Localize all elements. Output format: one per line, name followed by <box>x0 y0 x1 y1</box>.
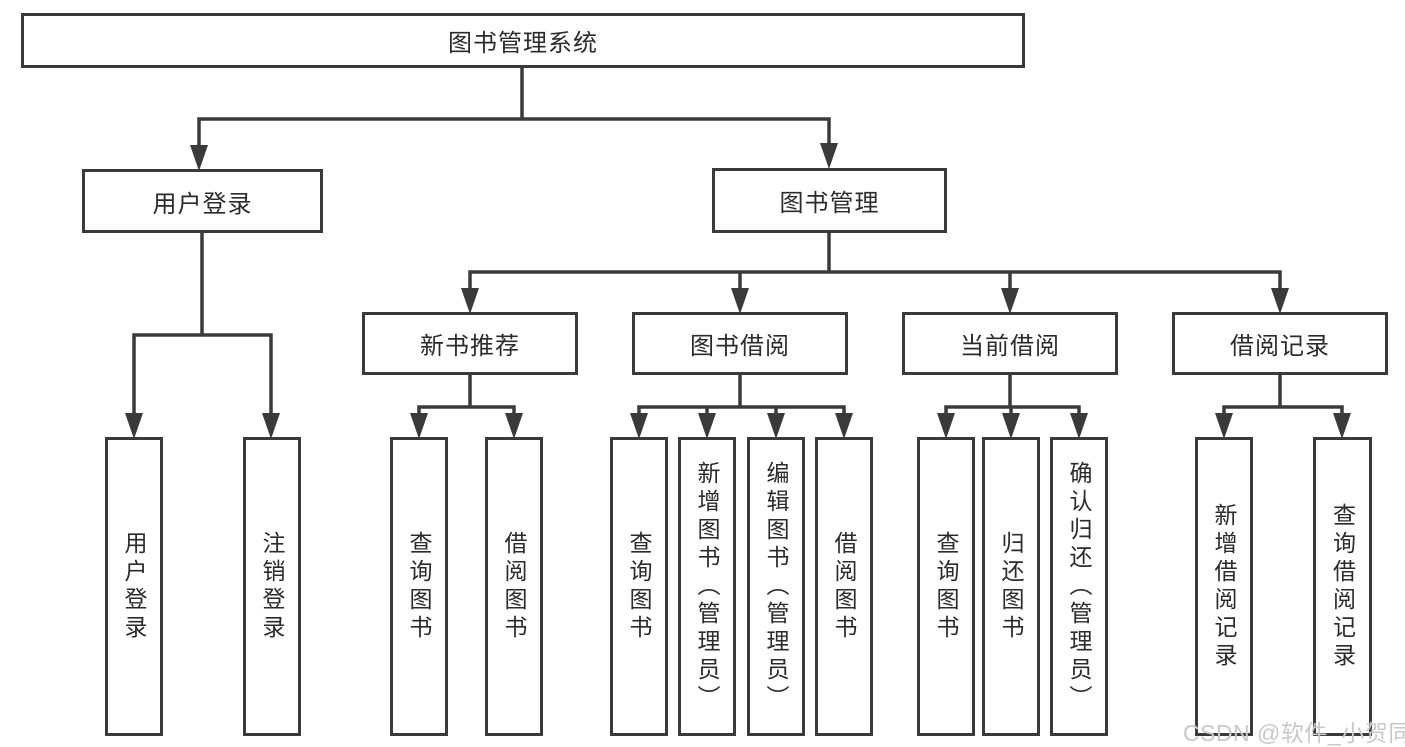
connector-new-book <box>417 373 516 417</box>
leaf-logout: 注销登录 <box>243 437 301 736</box>
leaf-query-borrow-record: 查询借阅记录 <box>1313 437 1372 736</box>
arrowhead <box>262 413 280 439</box>
node-new-book-recommend: 新书推荐 <box>362 312 578 375</box>
leaf-add-borrow-record: 新增借阅记录 <box>1195 437 1253 736</box>
connector-root <box>197 66 831 149</box>
arrowhead <box>1333 413 1351 439</box>
arrowhead <box>1215 413 1233 439</box>
leaf-user-login: 用户登录 <box>105 437 163 736</box>
node-book-management: 图书管理 <box>712 168 947 233</box>
leaf-query-books-borrowing: 查询图书 <box>610 437 668 736</box>
connector-current-borrowing <box>944 373 1081 417</box>
leaf-return-books: 归还图书 <box>982 437 1040 736</box>
arrowhead <box>767 413 785 439</box>
node-current-borrowing: 当前借阅 <box>902 312 1118 375</box>
leaf-borrow-books-borrowing: 借阅图书 <box>815 437 873 736</box>
arrowhead <box>1001 288 1019 314</box>
node-borrowing-records: 借阅记录 <box>1172 312 1388 375</box>
leaf-query-books-recommend: 查询图书 <box>390 437 448 736</box>
arrowhead <box>125 413 143 439</box>
leaf-edit-books-admin: 编辑图书（管理员） <box>747 437 805 736</box>
arrowhead <box>698 413 716 439</box>
connector-user-login <box>132 231 273 417</box>
arrowhead <box>630 413 648 439</box>
arrowhead <box>410 413 428 439</box>
arrowhead <box>505 413 523 439</box>
node-root: 图书管理系统 <box>21 13 1025 68</box>
arrowhead <box>190 145 208 171</box>
connector-borrowing-records <box>1222 373 1344 417</box>
arrowhead <box>1002 413 1020 439</box>
connector-book-borrowing <box>637 373 846 417</box>
arrowhead <box>1271 288 1289 314</box>
node-user-login: 用户登录 <box>82 169 323 233</box>
arrowhead <box>937 413 955 439</box>
arrowhead <box>1070 413 1088 439</box>
watermark: CSDN @软件_小贺同学 <box>1183 720 1405 746</box>
arrowhead <box>461 288 479 314</box>
arrowhead <box>731 288 749 314</box>
node-book-borrowing: 图书借阅 <box>632 312 848 375</box>
leaf-query-books-current: 查询图书 <box>917 437 975 736</box>
leaf-borrow-books-recommend: 借阅图书 <box>485 437 543 736</box>
connector-book-management <box>468 231 1282 292</box>
arrowheads <box>125 143 1351 439</box>
leaf-confirm-return-admin: 确认归还（管理员） <box>1050 437 1108 736</box>
leaf-add-books-admin: 新增图书（管理员） <box>678 437 736 736</box>
arrowhead <box>835 413 853 439</box>
arrowhead <box>820 143 838 169</box>
